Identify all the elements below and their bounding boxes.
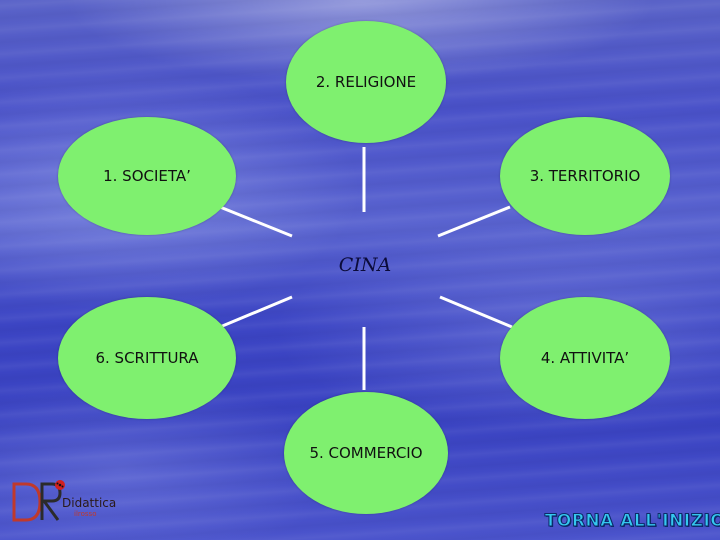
didattica-logo: Didattica ilrosso: [10, 476, 120, 526]
node-label: 2. RELIGIONE: [315, 73, 417, 91]
node-attivita[interactable]: 4. ATTIVITA’: [500, 297, 670, 419]
node-label: 5. COMMERCIO: [309, 444, 423, 462]
back-to-start-label: TORNA ALL'INIZIO: [544, 511, 720, 532]
connector-territorio: [437, 205, 511, 238]
connector-attivita: [439, 295, 513, 329]
center-label: CINA: [338, 254, 392, 276]
node-commercio[interactable]: 5. COMMERCIO: [284, 392, 448, 514]
node-label: 4. ATTIVITA’: [540, 349, 630, 367]
node-territorio[interactable]: 3. TERRITORIO: [500, 117, 670, 235]
node-scrittura[interactable]: 6. SCRITTURA: [58, 297, 236, 419]
logo-subtext: ilrosso: [74, 510, 97, 518]
connector-societa: [219, 205, 293, 238]
node-label: 6. SCRITTURA: [95, 349, 199, 367]
node-label: 3. TERRITORIO: [529, 167, 641, 185]
logo-mark-icon: [12, 480, 65, 522]
back-to-start-button[interactable]: TORNA ALL'INIZIO: [544, 506, 720, 536]
connector-scrittura: [219, 295, 293, 329]
node-label: 1. SOCIETA’: [103, 167, 191, 185]
node-religione[interactable]: 2. RELIGIONE: [286, 21, 446, 143]
logo-name: Didattica: [62, 496, 117, 510]
node-societa[interactable]: 1. SOCIETA’: [58, 117, 236, 235]
